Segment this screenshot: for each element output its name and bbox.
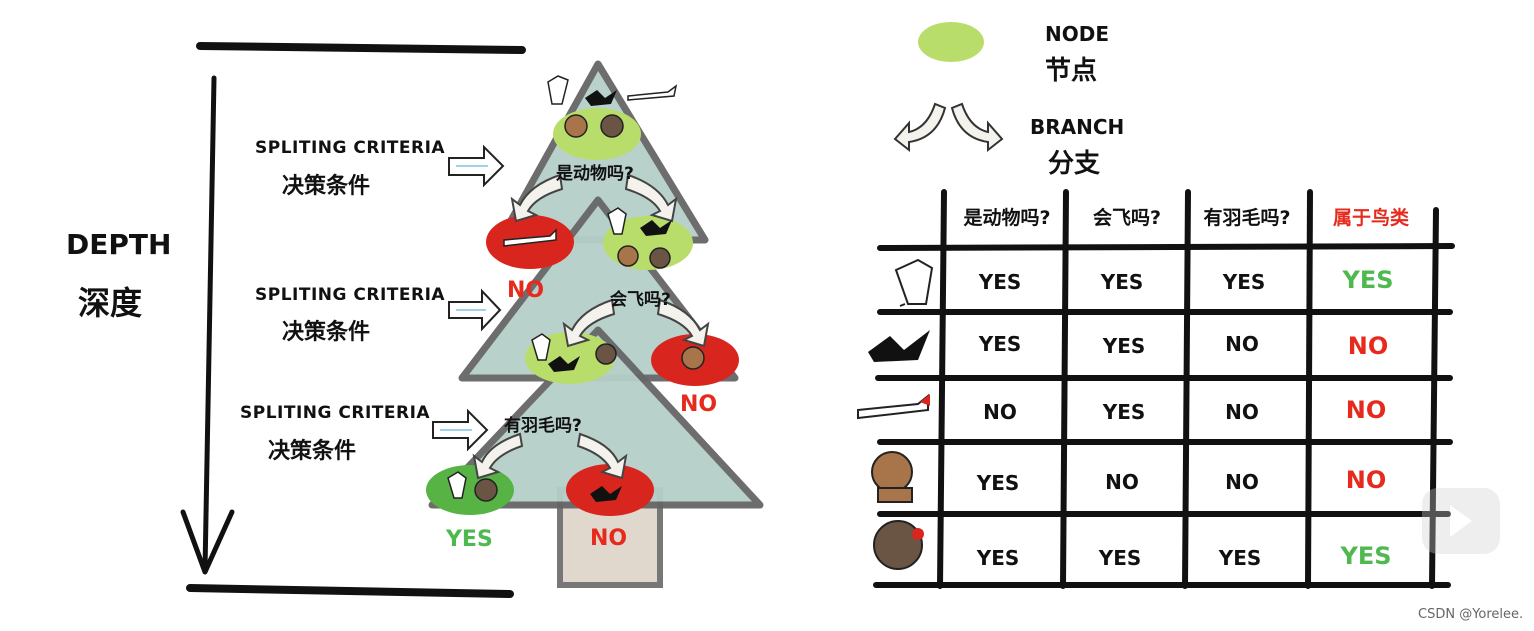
depth-label-en: DEPTH bbox=[66, 228, 171, 261]
watermark-play-icon bbox=[1422, 488, 1500, 554]
table-grid bbox=[876, 192, 1452, 586]
criteria-arrow-3 bbox=[433, 411, 487, 449]
table-cell: YES bbox=[1180, 546, 1300, 570]
criteria-2-en: SPLITING CRITERIA bbox=[255, 285, 445, 305]
depth-top-bar bbox=[200, 46, 522, 50]
depth-bottom-bar bbox=[190, 588, 510, 594]
criteria-1-zh: 决策条件 bbox=[282, 168, 370, 200]
table-dog-icon bbox=[872, 452, 912, 502]
dog-icon bbox=[682, 347, 704, 369]
table-cell: YES bbox=[940, 270, 1060, 294]
table-bat-icon bbox=[868, 330, 930, 362]
criteria-arrow-1 bbox=[449, 147, 503, 185]
table-cell: YES bbox=[938, 471, 1058, 495]
table-bird-icon bbox=[896, 260, 932, 306]
criteria-3-en: SPLITING CRITERIA bbox=[240, 403, 430, 423]
table-cell: NO bbox=[1062, 470, 1182, 494]
tree-answer-no-1: NO bbox=[507, 278, 544, 303]
table-cell: YES bbox=[1062, 270, 1182, 294]
tree-answer-no-3: NO bbox=[590, 526, 627, 551]
table-result-cell: NO bbox=[1308, 332, 1428, 360]
root-node bbox=[553, 108, 641, 160]
table-cell: YES bbox=[940, 332, 1060, 356]
depth-arrow-shaft bbox=[205, 78, 214, 570]
table-header-has-feathers: 有羽毛吗? bbox=[1186, 203, 1308, 230]
table-header-is-animal: 是动物吗? bbox=[946, 203, 1068, 230]
table-cell: YES bbox=[1064, 334, 1184, 358]
table-result-cell: NO bbox=[1306, 466, 1426, 494]
criteria-3-zh: 决策条件 bbox=[268, 433, 356, 465]
leaf-yes-birds bbox=[426, 465, 514, 515]
table-cell: NO bbox=[940, 400, 1060, 424]
table-turkey-icon bbox=[874, 521, 924, 569]
table-cell: YES bbox=[1184, 270, 1304, 294]
legend-branch-en: BRANCH bbox=[1030, 115, 1124, 139]
watermark-text: CSDN @Yorelee. bbox=[1418, 607, 1523, 622]
legend-node-icon bbox=[918, 22, 984, 62]
table-cell: NO bbox=[1182, 470, 1302, 494]
table-airplane-icon bbox=[858, 394, 930, 418]
criteria-2-zh: 决策条件 bbox=[282, 314, 370, 346]
table-cell: YES bbox=[938, 546, 1058, 570]
tree-question-3: 有羽毛吗? bbox=[504, 411, 582, 436]
tree-answer-yes: YES bbox=[446, 527, 493, 552]
table-cell: NO bbox=[1182, 400, 1302, 424]
table-result-cell: NO bbox=[1306, 396, 1426, 424]
table-cell: NO bbox=[1182, 332, 1302, 356]
table-result-cell: YES bbox=[1308, 266, 1428, 294]
legend-branch-zh: 分支 bbox=[1048, 143, 1100, 180]
legend-branch-icon bbox=[895, 104, 1002, 150]
tree-answer-no-2: NO bbox=[680, 392, 717, 417]
legend-node-zh: 节点 bbox=[1045, 50, 1097, 87]
tree-question-2: 会飞吗? bbox=[610, 285, 671, 310]
depth-label-zh: 深度 bbox=[78, 278, 142, 324]
table-result-cell: YES bbox=[1306, 542, 1426, 570]
table-cell: YES bbox=[1060, 546, 1180, 570]
table-cell: YES bbox=[1064, 400, 1184, 424]
tree-question-1: 是动物吗? bbox=[556, 159, 634, 184]
criteria-1-en: SPLITING CRITERIA bbox=[255, 138, 445, 158]
table-header-can-fly: 会飞吗? bbox=[1066, 203, 1188, 230]
criteria-arrow-2 bbox=[449, 291, 500, 329]
table-header-is-bird: 属于鸟类 bbox=[1310, 203, 1432, 230]
legend-node-en: NODE bbox=[1045, 22, 1109, 46]
